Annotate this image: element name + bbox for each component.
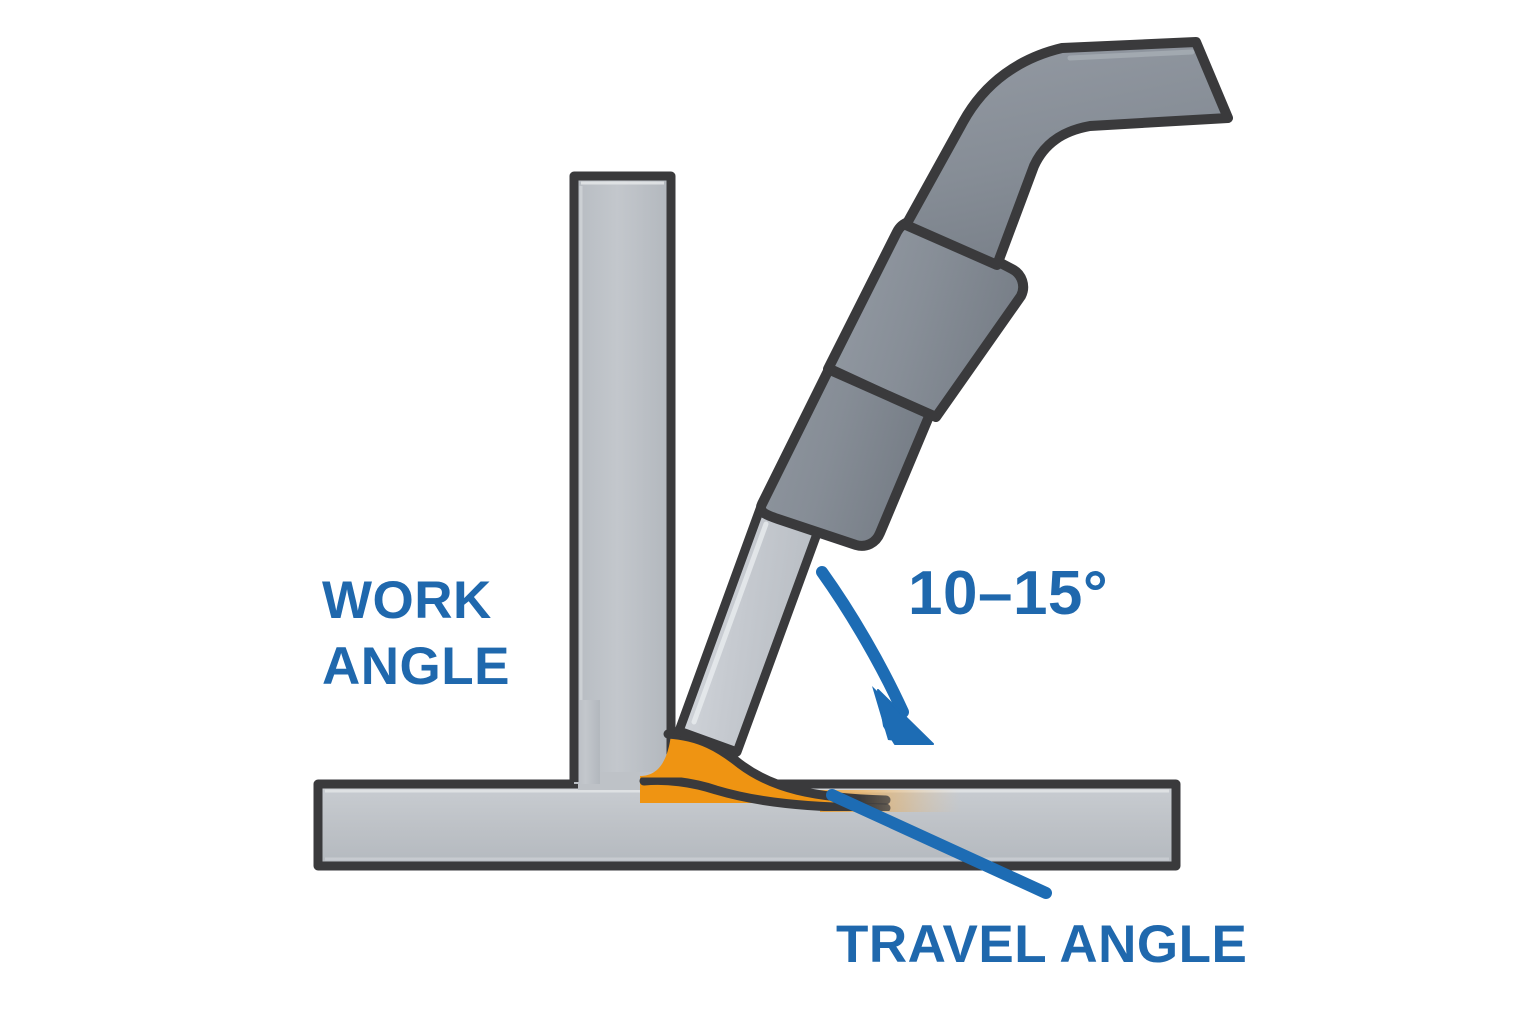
torch-cable <box>901 37 1233 270</box>
travel-angle-pointer <box>826 789 1052 899</box>
torch-body-lower <box>756 362 935 551</box>
weld-bead-outline-bottom <box>639 775 891 813</box>
travel-angle-pointer-line <box>826 789 1052 899</box>
horizontal-plate <box>313 779 1181 871</box>
torch-nozzle-highlight <box>691 521 769 725</box>
torch-cable-shape <box>901 37 1233 270</box>
angle-value-label: 10–15° <box>908 559 1108 628</box>
work-angle-label-line2: ANGLE <box>322 637 510 696</box>
vertical-plate-body <box>569 171 676 789</box>
torch-nozzle <box>674 504 823 757</box>
torch-cable-highlight <box>1067 49 1195 61</box>
work-angle-label-line1: WORK <box>322 571 492 630</box>
travel-angle-label: TRAVEL ANGLE <box>836 915 1247 974</box>
angle-arc-path <box>816 566 909 718</box>
weld-bead <box>639 729 960 813</box>
torch-body-lower-shape <box>756 362 935 551</box>
horizontal-plate-body <box>313 779 1181 871</box>
angle-arc-arrow <box>816 566 934 745</box>
torch-body-divider <box>824 363 938 421</box>
torch-nozzle-body <box>674 504 823 757</box>
angle-arc-arrowhead-fill <box>872 686 932 745</box>
vertical-plate-corner-fix <box>574 700 600 784</box>
vertical-plate <box>569 171 676 789</box>
